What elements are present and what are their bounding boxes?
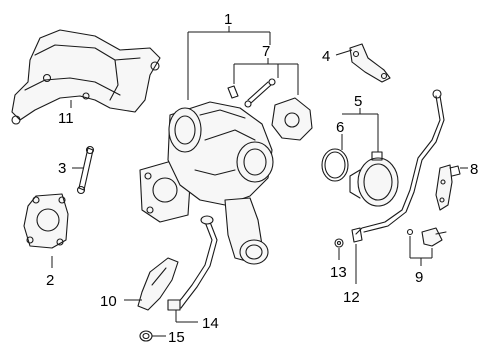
callout-4: 4 (322, 48, 330, 65)
washer-part-13 (334, 238, 344, 248)
callout-12: 12 (343, 289, 360, 306)
heat-shield-part-10 (137, 257, 179, 311)
callout-9: 9 (415, 269, 423, 286)
callout-labels: 1 2 3 4 5 6 7 8 9 10 11 12 13 14 15 (46, 11, 478, 346)
callout-13: 13 (330, 264, 347, 281)
callout-3: 3 (58, 160, 66, 177)
callout-7: 7 (262, 43, 270, 60)
callout-15: 15 (168, 329, 185, 346)
pipe-part-14 (167, 215, 218, 311)
bracket-part-8 (435, 164, 461, 211)
heat-shield-part-11 (11, 29, 161, 125)
callout-8: 8 (470, 161, 478, 178)
callout-10: 10 (100, 293, 117, 310)
seal-part-15 (139, 330, 153, 342)
callout-5: 5 (354, 93, 362, 110)
o-ring-part-6 (321, 148, 349, 182)
callout-6: 6 (336, 119, 344, 136)
bracket-part-3 (76, 145, 95, 195)
callout-14: 14 (202, 315, 219, 332)
callout-11: 11 (58, 110, 74, 127)
leader-lines (51, 26, 468, 337)
coupling-part-5 (349, 151, 399, 207)
gasket-part-2 (23, 193, 69, 249)
bracket-part-4 (349, 43, 391, 83)
turbocharger-assembly-part-1 (139, 97, 313, 265)
fittings-part-7 (227, 78, 276, 108)
fitting-part-9 (406, 227, 447, 247)
callout-2: 2 (46, 272, 54, 289)
callout-1: 1 (224, 11, 232, 28)
pipe-part-12 (351, 89, 445, 243)
